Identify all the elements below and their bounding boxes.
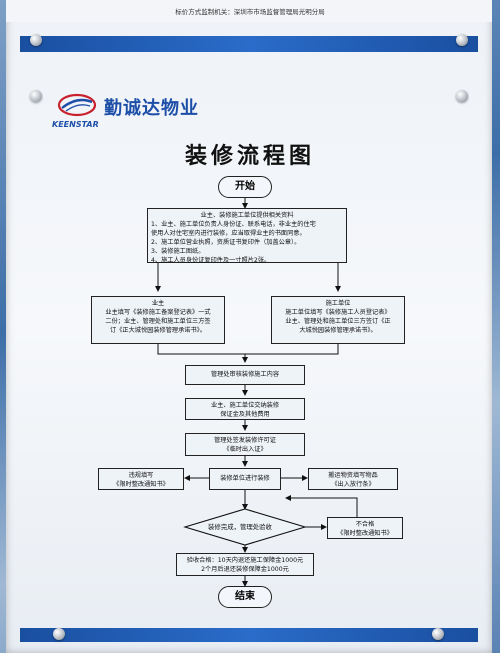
top-blue-band — [20, 36, 478, 52]
docs-item: 2、施工单位营业执照，资质证书复印件（加盖公章）。 — [151, 239, 301, 246]
fail-line: 《限时整改通知书》 — [337, 530, 393, 537]
fail-line: 不合格 — [355, 521, 375, 528]
contractor-line: 业主、管理处和施工单位三方签订《正 — [285, 318, 391, 325]
docs-header: 业主、装修施工单位提供相关资料 — [200, 212, 294, 219]
docs-item: 4、施工人员身份证复印件及一寸照片2张。 — [151, 257, 271, 264]
docs-item: 使用人对住宅室内进行装修，应当取得业主的书面同意。 — [151, 230, 306, 237]
price-notice: 标价方式监制机关：深圳市市场监督管理局光明分局 — [175, 8, 325, 16]
screw-icon — [456, 34, 468, 46]
review-step: 管理处审核装修施工内容 — [185, 365, 305, 385]
screw-icon — [432, 628, 444, 640]
owner-box: 业主 业主填写《装修施工备案登记表》一式 二份；业主、管理处和施工单位三方签 订… — [91, 296, 225, 344]
required-documents-box: 业主、装修施工单位提供相关资料 1、业主、施工单位负责人身份证、联系电话，非业主… — [147, 208, 347, 264]
brand-name-en: KEENSTAR — [52, 120, 99, 129]
moving-line: 《出入放行条》 — [331, 481, 375, 488]
violation-line: 违规填写 — [128, 472, 154, 479]
contractor-header: 施工单位 — [325, 300, 351, 307]
owner-line: 订《正大城悦园装修管理承诺书》。 — [110, 327, 206, 334]
contractor-line: 大城悦园装修管理承诺书》。 — [299, 327, 377, 334]
deposit-line: 保证金及其他费用 — [220, 411, 270, 418]
pass-box: 验收合格：10天内退还施工保障金1000元 2个月后退还装修保障金1000元 — [176, 553, 314, 576]
contractor-box: 施工单位 施工单位填写《装修施工人员登记表》 业主、管理处和施工单位三方签订《正… — [271, 296, 405, 344]
decision-diamond — [183, 508, 307, 546]
start-node: 开始 — [218, 176, 272, 198]
violation-box: 违规填写 《限时整改通知书》 — [98, 468, 184, 490]
contractor-line: 施工单位填写《装修施工人员登记表》 — [285, 309, 391, 316]
moving-box: 搬运物资填写物品 《出入放行条》 — [308, 468, 398, 490]
construction-step: 装修单位进行装修 — [209, 468, 281, 490]
page-title: 装修流程图 — [184, 143, 315, 169]
docs-item: 1、业主、施工单位负责人身份证、联系电话，非业主的住宅 — [151, 221, 316, 228]
permit-line: 管理处签发装修许可证 — [214, 437, 276, 444]
pass-line: 2个月后退还装修保障金1000元 — [201, 566, 289, 573]
violation-line: 《限时整改通知书》 — [113, 481, 169, 488]
owner-header: 业主 — [151, 300, 165, 307]
end-node: 结束 — [218, 586, 272, 608]
owner-line: 二份；业主、管理处和施工单位三方签 — [105, 318, 211, 325]
deposit-step: 业主、施工单位交纳装修 保证金及其他费用 — [185, 398, 305, 420]
permit-line: 《临时出入证》 — [223, 446, 267, 453]
deposit-line: 业主、施工单位交纳装修 — [210, 402, 280, 409]
permit-step: 管理处签发装修许可证 《临时出入证》 — [185, 433, 305, 456]
owner-line: 业主填写《装修施工备案登记表》一式 — [105, 309, 211, 316]
screw-icon — [30, 90, 42, 102]
top-strip — [6, 0, 492, 22]
moving-line: 搬运物资填写物品 — [328, 472, 378, 479]
fail-box: 不合格 《限时整改通知书》 — [327, 517, 403, 539]
docs-item: 3、装修施工图纸。 — [151, 248, 205, 255]
screw-icon — [456, 90, 468, 102]
decision-label: 装修完成，管理处验收 — [208, 523, 272, 531]
brand-name-cn: 勤诚达物业 — [104, 98, 199, 119]
bottom-blue-band — [20, 628, 478, 642]
screw-icon — [30, 34, 42, 46]
keenstar-logo-icon — [57, 93, 97, 117]
screw-icon — [53, 628, 65, 640]
pass-line: 验收合格：10天内退还施工保障金1000元 — [186, 557, 304, 564]
